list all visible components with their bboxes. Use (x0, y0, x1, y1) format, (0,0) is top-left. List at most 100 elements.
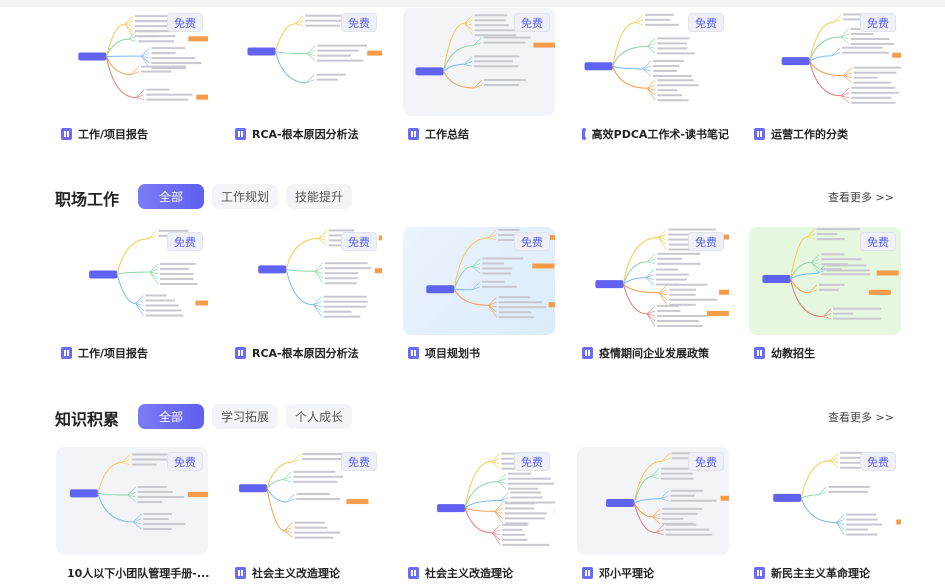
mindmap-file-icon (61, 347, 72, 359)
card-title-row[interactable]: 新民主主义革命理论 (749, 565, 901, 581)
see-more-link[interactable]: 查看更多 >> (828, 191, 894, 204)
template-card[interactable]: 免费 10人以下小团队管理手册-... (56, 447, 210, 581)
template-thumbnail[interactable]: 免费 (230, 227, 382, 335)
card-title-row[interactable]: 10人以下小团队管理手册-... (56, 565, 210, 581)
template-thumbnail[interactable]: 免费 (749, 8, 901, 116)
free-badge: 免费 (167, 452, 203, 471)
template-card[interactable]: 免费 社会主义改造理论 (230, 447, 382, 581)
template-card[interactable]: 免费 运营工作的分类 (749, 8, 901, 142)
free-badge: 免费 (514, 232, 550, 251)
free-badge: 免费 (688, 232, 724, 251)
tab-study-expansion[interactable]: 学习拓展 (212, 404, 278, 429)
template-thumbnail[interactable]: 免费 (403, 447, 555, 555)
template-card[interactable]: 免费 项目规划书 (403, 227, 555, 361)
card-title-row[interactable]: 工作/项目报告 (56, 345, 208, 361)
card-title-row[interactable]: 高效PDCA工作术-读书笔记 (577, 126, 729, 142)
mindmap-preview (606, 452, 729, 536)
template-thumbnail[interactable]: 免费 (56, 8, 208, 116)
mindmap-file-icon (235, 567, 246, 579)
card-title: 工作/项目报告 (78, 128, 149, 141)
mindmap-file-icon (408, 567, 419, 579)
free-badge: 免费 (514, 13, 550, 32)
mindmap-preview (238, 453, 369, 539)
card-title-row[interactable]: 社会主义改造理论 (403, 565, 555, 581)
see-more-link[interactable]: 查看更多 >> (828, 411, 894, 424)
template-card[interactable]: 免费 高效PDCA工作术-读书笔记 (577, 8, 729, 142)
card-title-row[interactable]: RCA-根本原因分析法 (230, 345, 382, 361)
free-badge: 免费 (860, 232, 896, 251)
card-title: RCA-根本原因分析法 (252, 128, 359, 141)
card-title: 高效PDCA工作术-读书笔记 (591, 128, 729, 141)
mindmap-preview (69, 453, 208, 531)
mindmap-preview (781, 13, 901, 104)
template-card[interactable]: 免费 幼教招生 (749, 227, 901, 361)
template-thumbnail[interactable]: 免费 (56, 227, 208, 335)
card-title: 工作/项目报告 (78, 347, 149, 360)
free-badge: 免费 (167, 13, 203, 32)
section-title: 知识积累 (55, 410, 120, 429)
mindmap-file-icon (582, 128, 590, 140)
tab-skill-improvement[interactable]: 技能提升 (286, 184, 352, 209)
free-badge: 免费 (341, 452, 377, 471)
card-title-row[interactable]: 项目规划书 (403, 345, 555, 361)
card-title-row[interactable]: 工作总结 (403, 126, 555, 142)
card-title: 疫情期间企业发展政策 (599, 347, 709, 360)
card-title: 幼教招生 (771, 347, 815, 360)
template-card[interactable]: 免费 工作/项目报告 (56, 227, 208, 361)
card-title-row[interactable]: 运营工作的分类 (749, 126, 901, 142)
tab-personal-growth[interactable]: 个人成长 (286, 404, 352, 429)
mindmap-file-icon (235, 347, 246, 359)
template-thumbnail[interactable]: 免费 (749, 447, 901, 555)
card-title: RCA-根本原因分析法 (252, 347, 359, 360)
tab-all[interactable]: 全部 (138, 404, 204, 429)
template-thumbnail[interactable]: 免费 (56, 447, 208, 555)
card-title: 社会主义改造理论 (252, 567, 340, 580)
template-card[interactable]: 免费 工作/项目报告 (56, 8, 208, 142)
free-badge: 免费 (514, 452, 550, 471)
section-title: 职场工作 (55, 190, 120, 209)
template-card[interactable]: 免费 RCA-根本原因分析法 (230, 227, 382, 361)
card-title: 邓小平理论 (599, 567, 654, 580)
mindmap-file-icon (582, 347, 593, 359)
tab-work-planning[interactable]: 工作规划 (212, 184, 278, 209)
template-card[interactable]: 免费 社会主义改造理论 (403, 447, 555, 581)
free-badge: 免费 (167, 232, 203, 251)
card-title: 10人以下小团队管理手册-... (67, 567, 210, 580)
top-scroll-edge (0, 0, 945, 7)
card-title-row[interactable]: 工作/项目报告 (56, 126, 208, 142)
card-title: 工作总结 (425, 128, 469, 141)
template-thumbnail[interactable]: 免费 (577, 447, 729, 555)
card-title-row[interactable]: 幼教招生 (749, 345, 901, 361)
section-header-knowledge: 知识积累 全部 学习拓展 个人成长 查看更多 >> (0, 404, 945, 430)
template-thumbnail[interactable]: 免费 (577, 227, 729, 335)
card-title-row[interactable]: RCA-根本原因分析法 (230, 126, 382, 142)
mindmap-file-icon (408, 347, 419, 359)
free-badge: 免费 (688, 13, 724, 32)
card-title-row[interactable]: 疫情期间企业发展政策 (577, 345, 729, 361)
mindmap-file-icon (582, 567, 593, 579)
card-title: 社会主义改造理论 (425, 567, 513, 580)
mindmap-file-icon (754, 128, 765, 140)
mindmap-file-icon (754, 347, 765, 359)
card-title-row[interactable]: 社会主义改造理论 (230, 565, 382, 581)
template-card[interactable]: 免费 RCA-根本原因分析法 (230, 8, 382, 142)
mindmap-file-icon (408, 128, 419, 140)
card-title: 项目规划书 (425, 347, 480, 360)
template-thumbnail[interactable]: 免费 (230, 447, 382, 555)
template-thumbnail[interactable]: 免费 (577, 8, 729, 116)
free-badge: 免费 (860, 13, 896, 32)
template-thumbnail[interactable]: 免费 (403, 227, 555, 335)
free-badge: 免费 (860, 452, 896, 471)
mindmap-preview (247, 14, 382, 84)
template-card[interactable]: 免费 疫情期间企业发展政策 (577, 227, 729, 361)
card-title-row[interactable]: 邓小平理论 (577, 565, 729, 581)
template-thumbnail[interactable]: 免费 (403, 8, 555, 116)
template-card[interactable]: 免费 邓小平理论 (577, 447, 729, 581)
tab-all[interactable]: 全部 (138, 184, 204, 209)
mindmap-preview (584, 13, 699, 102)
free-badge: 免费 (341, 232, 377, 251)
template-card[interactable]: 免费 新民主主义革命理论 (749, 447, 901, 581)
template-thumbnail[interactable]: 免费 (749, 227, 901, 335)
template-thumbnail[interactable]: 免费 (230, 8, 382, 116)
template-card[interactable]: 免费 工作总结 (403, 8, 555, 142)
